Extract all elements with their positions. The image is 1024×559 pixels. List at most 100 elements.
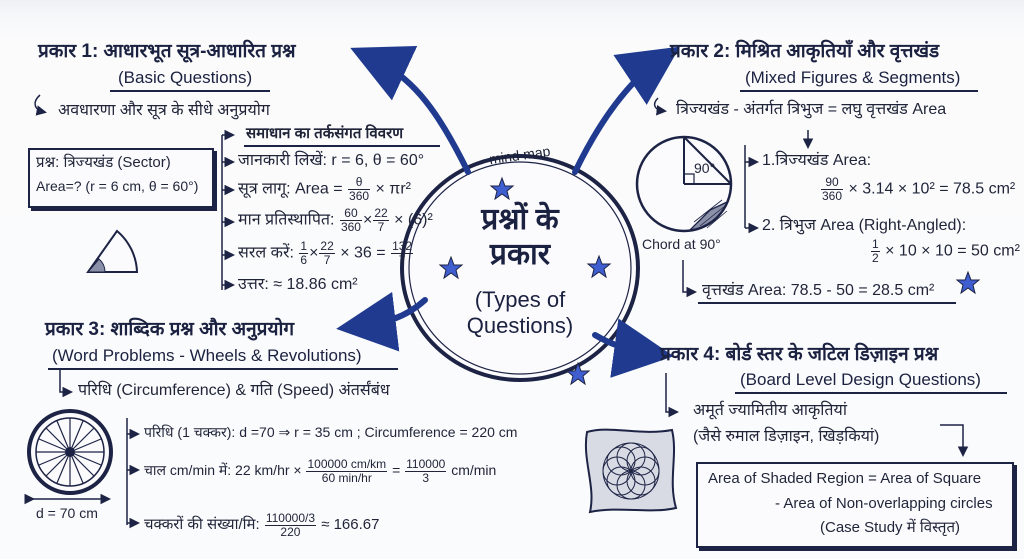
q1-answer: उत्तर: ≈ 18.86 cm²: [238, 276, 358, 293]
q1-step2-label: सूत्र लागू: Area =: [238, 180, 343, 198]
fraction-den: 6: [300, 252, 308, 267]
central-circle: [400, 154, 640, 382]
q2-subtitle: (Mixed Figures & Segments): [745, 68, 961, 87]
q3-step1: परिधि (1 चक्कर): d =70 ⇒ r = 35 cm ; Cir…: [144, 424, 518, 440]
center-title: प्रश्नों के प्रकार: [420, 203, 620, 272]
q3-subtitle-underline: [48, 368, 398, 370]
center-title-line2: प्रकार: [489, 237, 551, 271]
q1-step3-label: मान प्रतिस्थापित:: [238, 211, 335, 229]
sector-figure: [86, 229, 139, 273]
fraction-num: 110000: [405, 457, 447, 472]
q1-steps-title-underline: [244, 145, 440, 147]
q1-steps-title: समाधान का तर्कसंगत विवरण: [246, 125, 404, 142]
handkerchief-figure: [584, 428, 678, 514]
q3-subtitle: (Word Problems - Wheels & Revolutions): [52, 346, 362, 365]
star-icon: [438, 255, 464, 280]
q3-desc: परिधि (Circumference) & गति (Speed) अंतर…: [78, 382, 390, 399]
fraction-num: 100000 cm/km: [306, 457, 388, 472]
star-icon: [489, 176, 515, 201]
q3-title: प्रकार 3: शाब्दिक प्रश्न और अनुप्रयोग: [45, 319, 295, 340]
arrow-to-q4: [592, 318, 674, 378]
wheel-figure: [24, 409, 113, 505]
fraction-num: 22: [373, 206, 389, 221]
q4-title: प्रकार 4: बोर्ड स्तर के जटिल डिज़ाइन प्र…: [660, 344, 939, 365]
q2-result-underline: [698, 302, 956, 304]
q3-step3-tail: ≈ 166.67: [321, 516, 380, 534]
q1-desc: अवधारणा और सूत्र के सीधे अनुप्रयोग: [58, 102, 270, 119]
q1-question-line1: प्रश्न: त्रिज्यखंड (Sector): [36, 154, 171, 171]
q2-subtitle-underline: [740, 90, 978, 92]
segment-figure: [635, 135, 733, 233]
fraction-den: 360: [349, 188, 370, 203]
fraction-den: 360: [340, 219, 361, 234]
arrow-to-q2: [572, 46, 680, 175]
q3-step3-label: चक्करों की संख्या/मि:: [144, 516, 260, 534]
fraction-num: 1: [871, 237, 880, 252]
fraction-den: 7: [377, 219, 385, 234]
q1-step1: जानकारी लिखें: r = 6, θ = 60°: [238, 152, 425, 169]
q2-step1-tail: × 3.14 × 10² = 78.5 cm²: [848, 180, 1016, 198]
q4-desc1: अमूर्त ज्यामितीय आकृतियां: [693, 402, 847, 419]
fraction-den: 7: [323, 252, 331, 267]
q1-subtitle-underline: [110, 90, 270, 92]
q2-step2: 2. त्रिभुज Area (Right-Angled):: [762, 217, 967, 234]
q3-step2-tail: cm/min: [451, 461, 497, 478]
fraction-den: 220: [280, 524, 301, 539]
fraction-num: 60: [339, 207, 362, 221]
star-icon: [955, 270, 981, 295]
fraction-den: 60 min/hr: [321, 470, 372, 485]
q2-step2-tail: × 10 × 10 = 50 cm²: [885, 242, 1020, 260]
star-icon: [586, 254, 612, 279]
center-subtitle: (Types of Questions): [420, 287, 620, 340]
fraction-den: 3: [422, 470, 430, 485]
q3-step2-label: चाल cm/min में: 22 km/hr ×: [144, 461, 302, 478]
fraction-den: 7: [398, 252, 406, 267]
q1-subtitle: (Basic Questions): [118, 68, 253, 87]
q1-step3-tail: × (6)²: [394, 211, 433, 229]
star-icon: [565, 361, 591, 386]
q4-subtitle: (Board Level Design Questions): [740, 370, 981, 389]
fraction-den: 360: [822, 188, 843, 203]
q2-desc: त्रिज्यखंड - अंतर्गत त्रिभुज = लघु वृत्त…: [676, 101, 947, 118]
q4-formula-box: [696, 462, 1014, 548]
q1-title: प्रकार 1: आधारभूत सूत्र-आधारित प्रश्न: [38, 41, 296, 62]
arrow-to-q3: [336, 291, 428, 352]
q3-wheel-label: d = 70 cm: [36, 505, 98, 521]
q4-subtitle-underline: [735, 392, 1007, 394]
center-subtitle-line1: (Types of: [474, 287, 566, 312]
q2-title: प्रकार 2: मिश्रित आकृतियाँ और वृत्तखंड: [670, 41, 940, 62]
q2-chord-label: Chord at 90°: [642, 236, 721, 252]
q2-step1: 1.त्रिज्यखंड Area:: [762, 152, 872, 169]
q1-step2-tail: × πr²: [375, 180, 411, 198]
q1-question-box: [28, 148, 214, 208]
fraction-den: 2: [872, 250, 879, 265]
fraction-num: 110000/3: [264, 511, 317, 526]
q2-angle-label: 90°: [694, 160, 716, 176]
q1-question-line2: Area=? (r = 6 cm, θ = 60°): [36, 178, 199, 194]
fraction-num: 132: [391, 239, 414, 254]
fraction-num: 90: [821, 176, 844, 190]
fraction-num: 1: [299, 239, 309, 254]
q4-desc2: (जैसे रुमाल डिज़ाइन, खिड़कियां): [693, 428, 880, 445]
q4-formula-line1: Area of Shaded Region = Area of Square: [708, 470, 982, 487]
fraction-num: θ: [348, 176, 371, 190]
q3-step2-eq: =: [392, 461, 401, 478]
q4-formula-line3: (Case Study में विस्तृत): [820, 519, 960, 536]
